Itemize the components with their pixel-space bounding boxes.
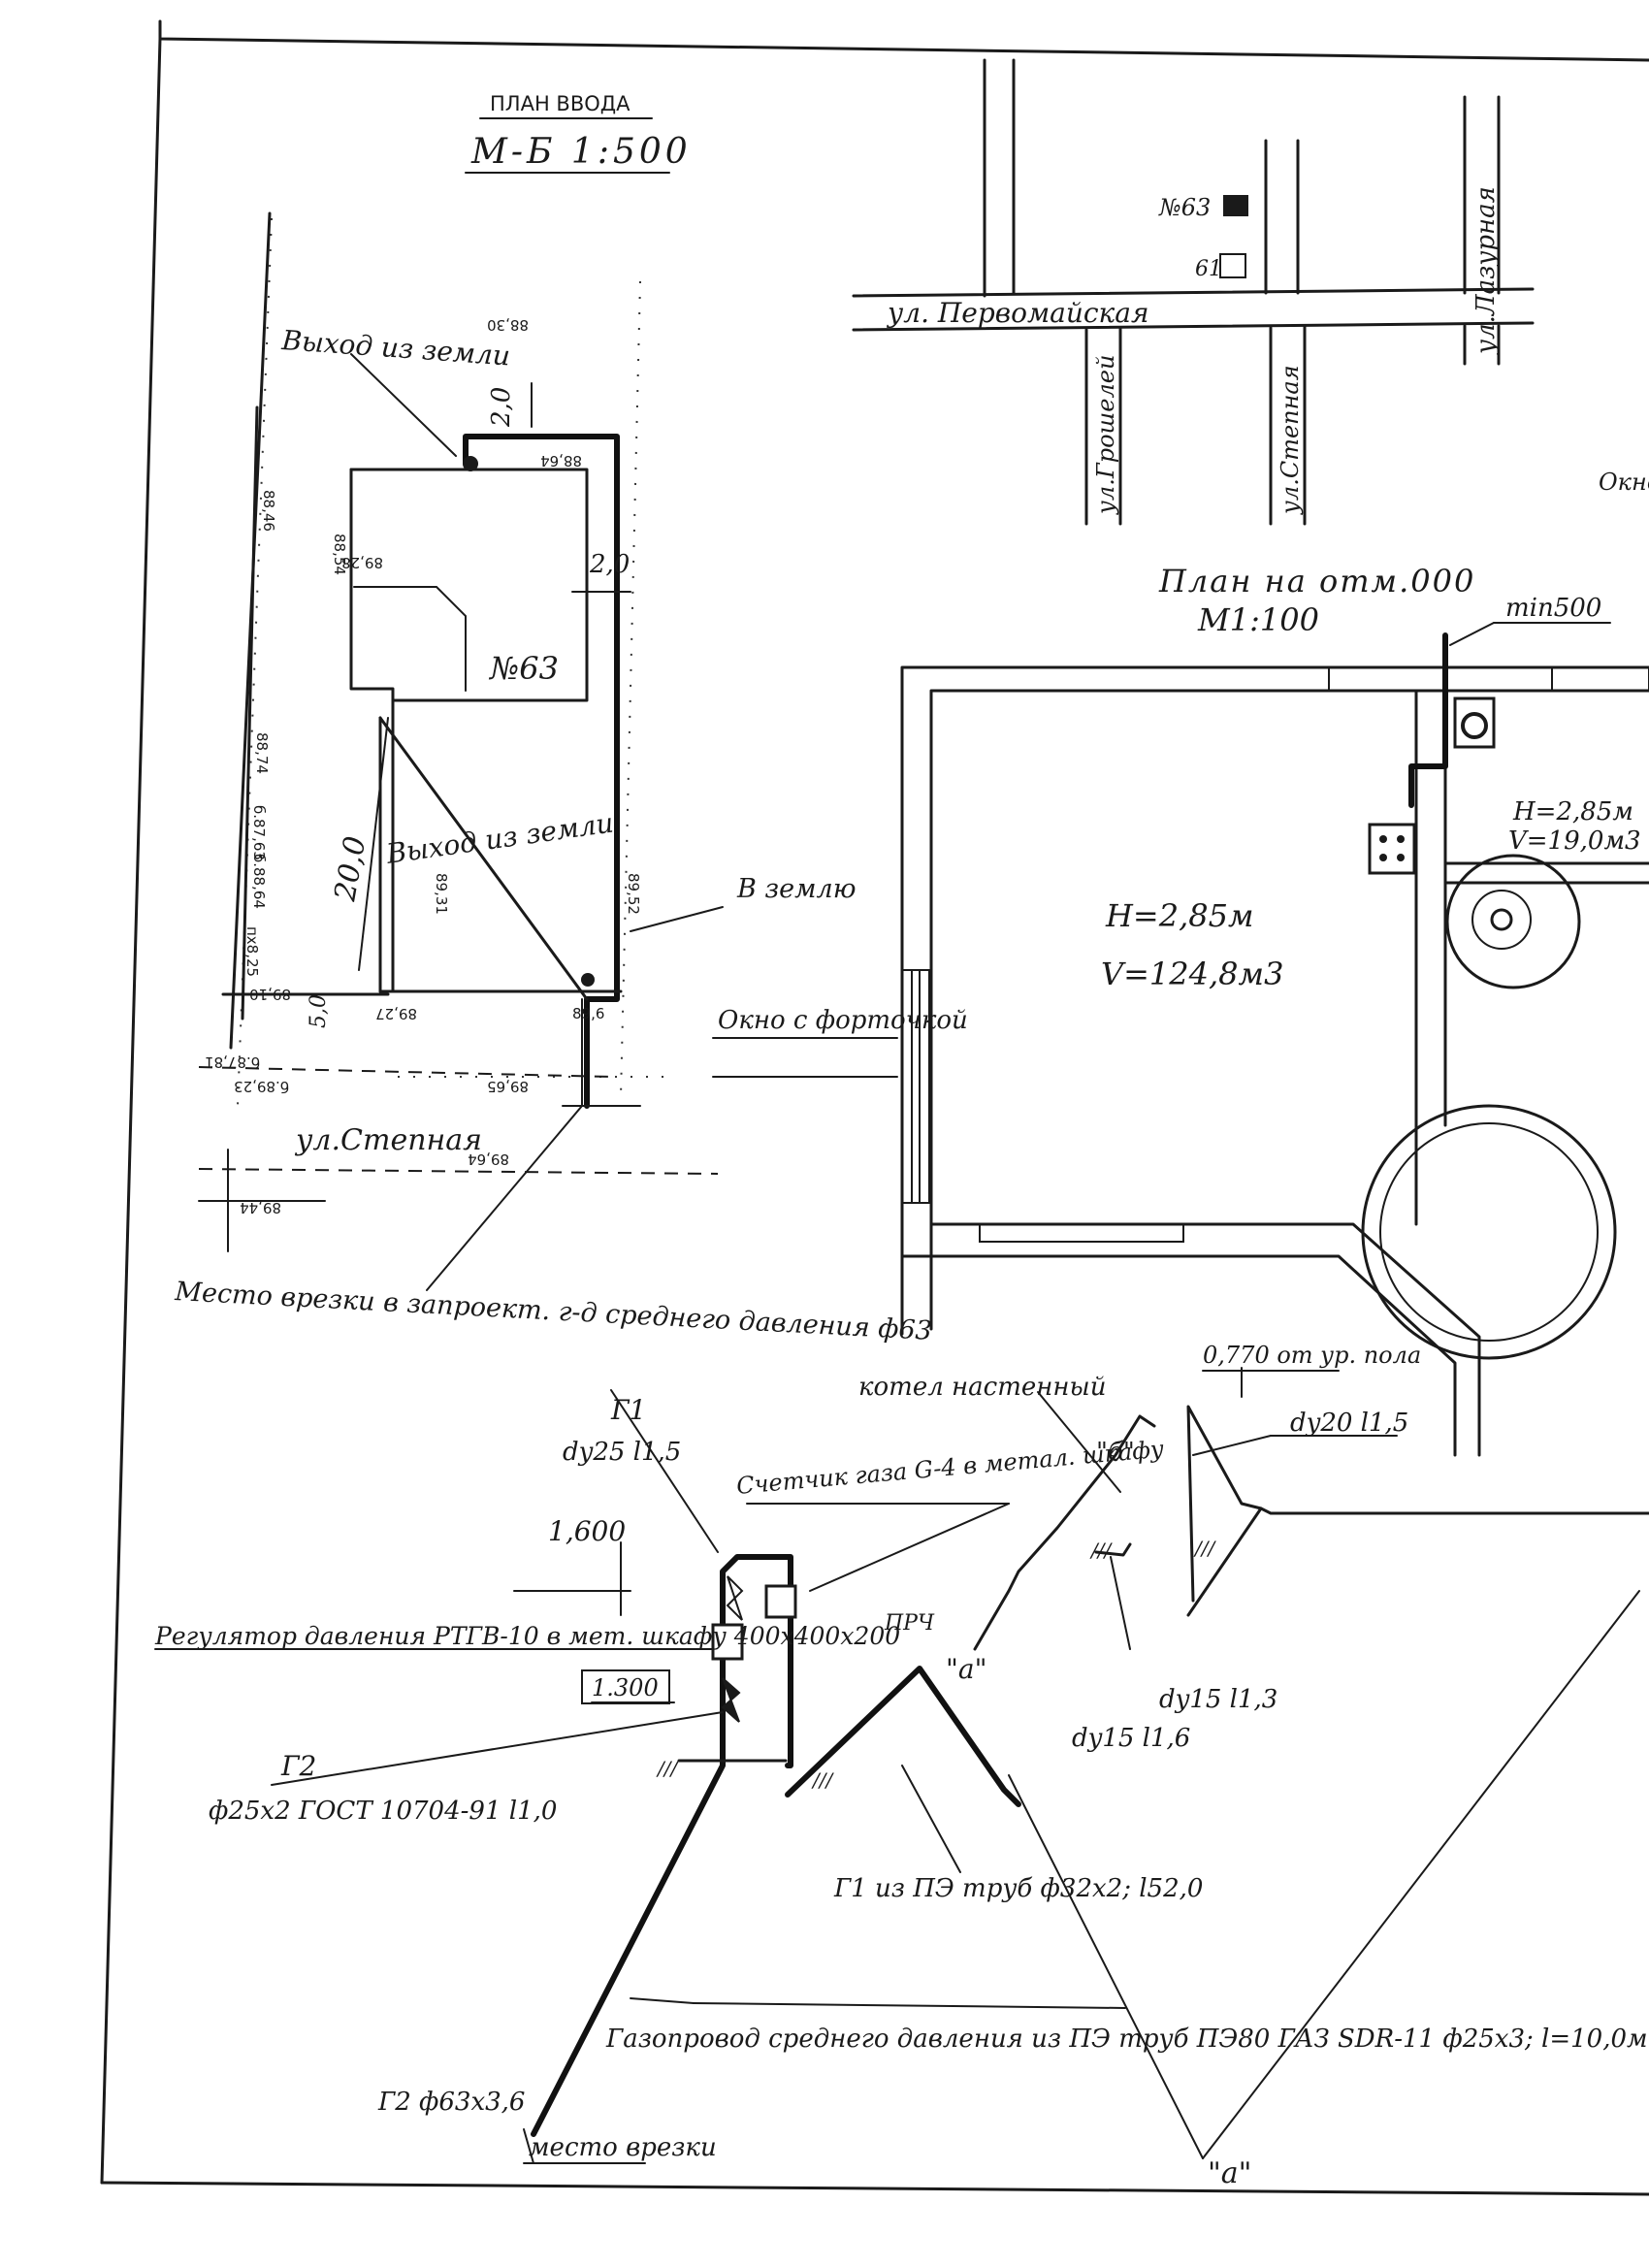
g2-spec-label: ф25х2 ГОСТ 10704-91 l1,0 [209,1797,557,1826]
height-note-label: 0,770 от ур. пола [1203,1342,1421,1369]
outer-wall [900,665,1649,1336]
main-pipe-label: Газопровод среднего давления из ПЭ труб … [605,2025,1648,2054]
elevation-mark: 89,52 [625,873,642,915]
elevation-mark: 88,64 [540,452,582,470]
dy15-b-label: dy15 l1,3 [1159,1685,1277,1714]
site-plan: ПЛАН ВВОДА М-Б 1:500 №63 [174,92,933,1346]
street-label: ул.Степная [294,1123,482,1157]
b-mark: "б" [1096,1438,1135,1467]
sheet-frame [100,19,1649,2196]
svg-text:///: /// [1193,1537,1216,1560]
street-stepnaya: ул.Степная [1277,365,1304,515]
dim-offset-right: 2,0 [589,550,630,579]
elevation-mark: 88,30 [487,316,529,334]
a-mark-top: "а" [946,1653,986,1685]
g1-pe-label: Г1 из ПЭ труб ф32х2; l52,0 [833,1874,1203,1903]
elevation-mark: 89,10 [249,986,291,1003]
window-label: Окно с форточкой [718,1006,968,1035]
level-1600: 1,600 [548,1515,626,1547]
floor-plan-title: План на отм.000 [1158,563,1475,599]
elevation-mark: б.87,63 [250,805,268,860]
side-volume: V=19,0м3 [1508,826,1641,856]
into-ground-label: В землю [736,874,856,904]
elevation-mark: 88,46 [260,490,277,532]
gas-pipe-main [531,1554,793,2137]
elevation-mark: б.89,23 [234,1078,289,1095]
g1-size-label: dy25 l1,5 [563,1438,681,1467]
elevation-marks: 88,30 88,64 88,46 88,54 89,28 88,74 б.87… [205,316,642,1216]
house-61-map-label: 61 [1195,257,1222,281]
floor-plan: План на отм.000 М1:100 min500 Окно точ [712,469,1649,1457]
svg-text:///: /// [1089,1539,1113,1562]
elevation-mark: 89,28 [341,554,383,571]
svg-text:///: /// [656,1757,679,1780]
regulator-label: Регулятор давления РТГВ-10 в мет. шкафу … [154,1622,900,1650]
elevation-mark: 88,54 [331,534,348,575]
dy15-a-label: dy15 l1,6 [1072,1724,1190,1753]
axonometric-scheme: /// /// /// /// котел настенный 0,770 от… [154,1342,1649,2190]
min-label: min500 [1505,594,1601,623]
elevation-mark: 89,27 [375,1005,417,1022]
g2-label: Г2 [280,1750,316,1782]
elevation-mark: пх8,25 [243,926,261,977]
a-mark-bottom: "а" [1208,2156,1251,2190]
tie-in-label: Место врезки в запроект. г-д среднего да… [174,1277,933,1346]
dim-length: 20,0 [328,834,372,905]
elevation-mark: б.88,64 [250,854,268,909]
pipe-top-label: dy20 l1,5 [1290,1409,1408,1438]
house-63-map-label: №63 [1158,194,1211,221]
edge-label: Окно точ [1599,469,1649,496]
round-bay [1361,1104,1617,1360]
g1-label: Г1 [610,1394,646,1426]
site-plan-title: ПЛАН ВВОДА [490,92,630,115]
location-map: ул. Первомайская ул.Грошелей ул.Степная … [852,58,1535,526]
house-63-label: №63 [488,650,559,687]
boiler-label: котел настенный [858,1373,1106,1402]
g2-63-label: Г2 ф63х3,6 [377,2088,525,2117]
dim-vertical: 5,0 [307,994,331,1028]
elevation-mark: б.87,81 [205,1053,260,1071]
room-volume: V=124,8м3 [1101,956,1283,992]
street-groshelei: ул.Грошелей [1092,355,1119,515]
street-pervomaiskaya: ул. Первомайская [886,297,1149,329]
site-gas-pipe [463,434,620,1109]
elevation-mark: 89,65 [487,1078,529,1095]
exit-lower-label: Выход из земли [383,806,615,870]
street-lazurnaya: ул.Лазурная [1471,186,1501,355]
side-height: Н=2,85м [1512,797,1633,826]
stove-plan [1368,823,1416,875]
room-height: Н=2,85м [1105,897,1254,934]
fan-plan [1445,854,1581,989]
meter-box [764,1584,797,1619]
house-63-marker [1223,195,1248,216]
house-61-marker [1219,253,1246,278]
level-1300: 1.300 [592,1674,659,1701]
meter-box-plan [1453,697,1496,749]
elevation-mark: 89,6 [572,1005,604,1022]
regulator-box [711,1623,744,1661]
elevation-mark: 89,64 [468,1150,509,1168]
elevation-mark: 89,31 [433,873,450,915]
svg-text:///: /// [811,1768,834,1792]
elevation-mark: 89,44 [240,1199,281,1216]
elevation-mark: 88,74 [253,732,271,774]
floor-plan-scale: М1:100 [1197,601,1319,638]
exit-top-label: Выход из земли [280,324,512,372]
tie-in-bottom-label: место врезки [529,2133,717,2162]
prch-label: ПРЧ [884,1611,935,1636]
dim-offset-top: 2,0 [487,387,516,428]
site-plan-scale: М-Б 1:500 [470,132,692,172]
